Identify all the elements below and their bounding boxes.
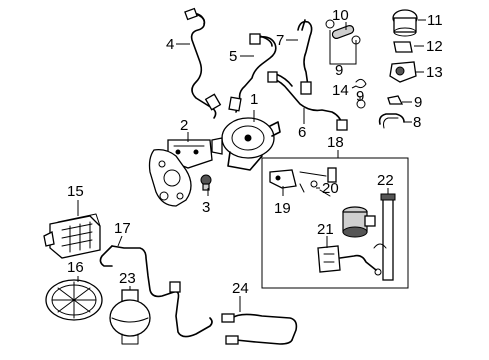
part-9-clamp-mid [356, 99, 366, 109]
callout-22: 22 [377, 172, 394, 189]
part-3-bolt [200, 174, 212, 191]
callout-10: 10 [332, 7, 349, 24]
callout-9-right: 9 [414, 94, 422, 111]
callout-21: 21 [317, 221, 334, 238]
part-11-valve [392, 9, 418, 37]
part-9-clamp-right [387, 95, 404, 105]
callout-3: 3 [202, 199, 210, 216]
part-13-valve [389, 61, 417, 83]
callout-13: 13 [426, 64, 443, 81]
part-6-hose [267, 71, 348, 131]
callout-9-mid: 9 [356, 88, 364, 105]
callout-23: 23 [119, 270, 136, 287]
part-24-sensor [221, 313, 298, 345]
callout-20: 20 [322, 180, 339, 197]
callout-24: 24 [232, 280, 249, 297]
callout-15: 15 [67, 183, 84, 200]
callout-12: 12 [426, 38, 443, 55]
callout-17: 17 [114, 220, 131, 237]
part-23-reservoir [109, 289, 151, 345]
callout-2: 2 [180, 117, 188, 134]
part-21-sensor [317, 245, 382, 276]
part-12-clip [393, 41, 413, 53]
callout-7: 7 [276, 32, 284, 49]
part-4-hose [184, 7, 222, 119]
part-7-hose [297, 19, 313, 95]
callout-14: 14 [332, 82, 349, 99]
callout-16: 16 [67, 259, 84, 276]
callout-9-upper: 9 [335, 62, 343, 79]
leader-lines [77, 19, 426, 312]
part-16-cover [45, 279, 103, 321]
callout-19: 19 [274, 200, 291, 217]
callout-labels: 1 2 3 4 5 6 7 8 9 9 9 10 11 12 13 14 15 … [67, 7, 443, 297]
callout-4: 4 [166, 36, 174, 53]
part-5-hose [228, 33, 277, 113]
callout-5: 5 [229, 48, 237, 65]
part-15-canister [43, 213, 101, 259]
callout-11: 11 [427, 12, 443, 29]
part-19-bracket [269, 169, 305, 193]
part-2-bracket [148, 139, 213, 207]
part-8-hose [378, 113, 405, 129]
part-20-connectors [299, 167, 337, 197]
part-17-pipe [99, 245, 213, 338]
callout-18: 18 [327, 134, 344, 151]
callout-6: 6 [298, 124, 306, 141]
part-18-assembly-box [261, 157, 409, 289]
part-14-clip [355, 78, 367, 89]
callout-1: 1 [250, 91, 258, 108]
part-solenoid-valve [342, 206, 376, 238]
part-10-hose [331, 25, 355, 39]
part-22-tube [373, 193, 396, 281]
part-1-air-pump [211, 117, 281, 171]
callout-8: 8 [413, 114, 421, 131]
